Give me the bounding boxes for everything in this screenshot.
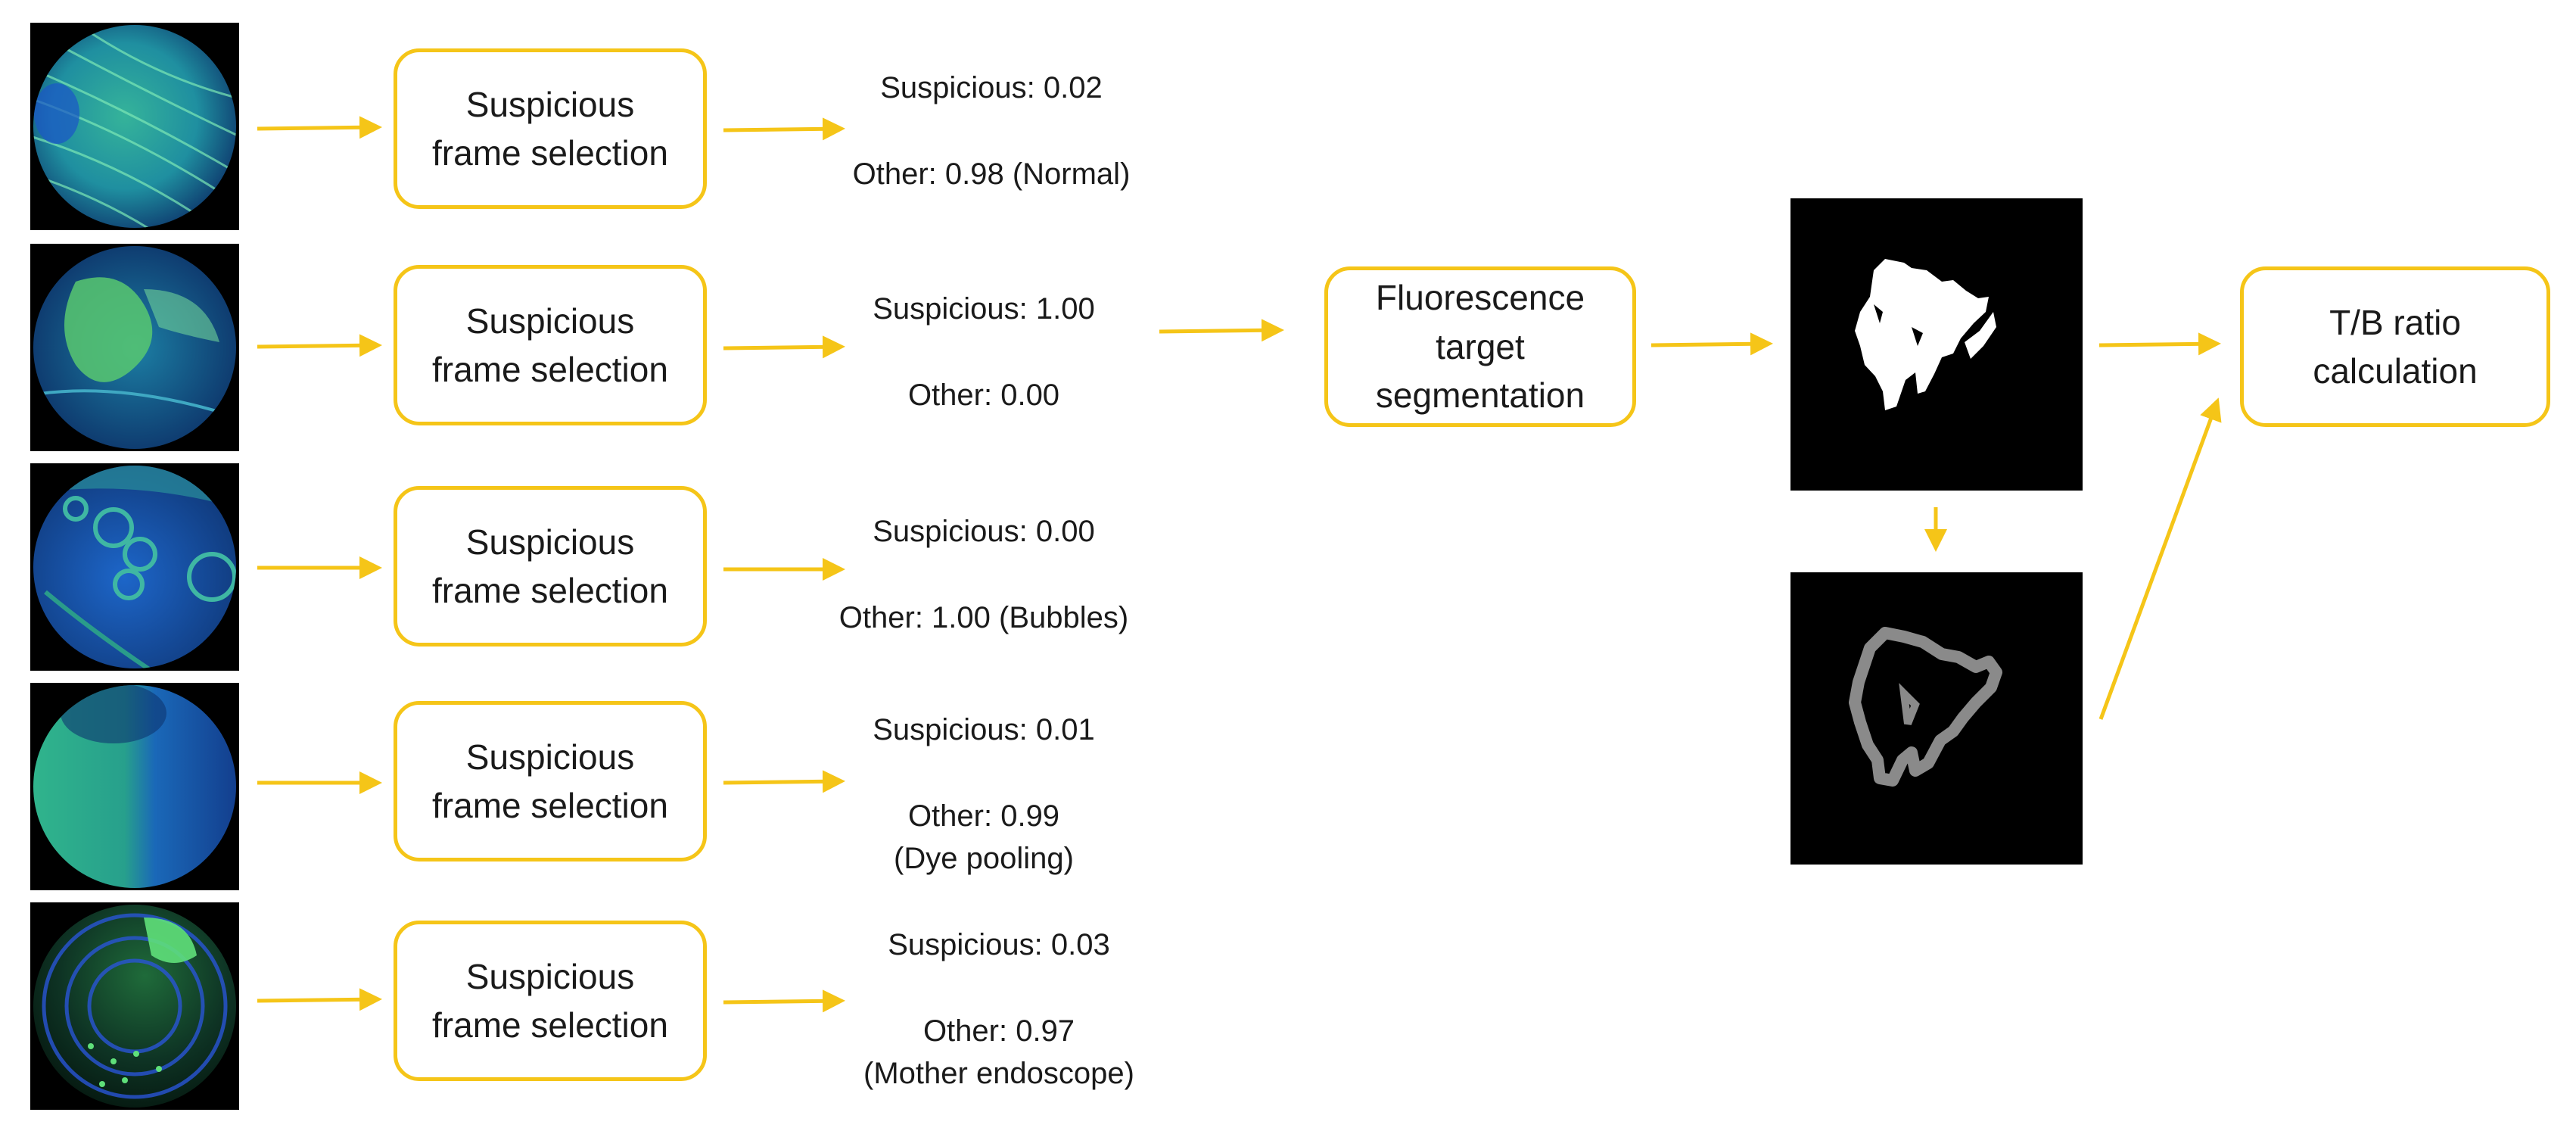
frame-thumbnail-mother-endoscope — [30, 902, 239, 1110]
suspicious-frame-selection-box-3: Suspicious frame selection — [394, 486, 707, 647]
arrow-ring-to-ratio — [2098, 397, 2222, 720]
other-score-2: Other: 0.00 — [907, 379, 1060, 412]
suspicious-score-1: Suspicious: 0.02 — [880, 71, 1103, 104]
arrow-select-to-score-2 — [723, 335, 845, 359]
suspicious-score-4: Suspicious: 0.01 — [873, 713, 1095, 746]
frame-thumbnail-dye-pooling — [30, 683, 239, 890]
suspicious-score-5: Suspicious: 0.03 — [888, 928, 1110, 961]
background-ring-shape — [1849, 627, 2002, 787]
segmentation-mask-image — [1790, 198, 2083, 491]
frame-thumbnail-bubbles — [30, 463, 239, 671]
suspicious-frame-selection-box-5: Suspicious frame selection — [394, 921, 707, 1081]
other-score-1: Other: 0.98 (Normal) — [852, 157, 1131, 191]
suspicious-frame-selection-box-1: Suspicious frame selection — [394, 48, 707, 209]
frame-thumbnail-normal — [30, 23, 239, 230]
arrow-thumb-to-select-1 — [257, 116, 382, 139]
frame-thumbnail-lesion — [30, 244, 239, 451]
suspicious-score-2: Suspicious: 1.00 — [873, 292, 1095, 326]
arrow-thumb-to-select-2 — [257, 334, 382, 357]
other-score-5: Other: 0.97 (Mother endoscope) — [863, 1014, 1134, 1090]
arrow-select-to-score-5 — [723, 989, 845, 1013]
arrow-mask-to-ratio — [2098, 332, 2221, 356]
suspicious-frame-selection-box-2: Suspicious frame selection — [394, 265, 707, 425]
arrow-score-to-segmentation — [1159, 319, 1284, 342]
arrow-thumb-to-select-5 — [257, 988, 382, 1011]
arrow-segmentation-to-mask — [1650, 332, 1773, 356]
suspicious-frame-selection-box-4: Suspicious frame selection — [394, 701, 707, 861]
tb-ratio-calculation-box: T/B ratio calculation — [2240, 266, 2550, 427]
fluorescence-target-segmentation-box: Fluorescence target segmentation — [1324, 266, 1636, 427]
suspicious-score-3: Suspicious: 0.00 — [873, 515, 1095, 548]
other-score-4: Other: 0.99 (Dye pooling) — [894, 799, 1074, 875]
arrow-select-to-score-4 — [723, 770, 845, 793]
background-ring-mask-image — [1790, 572, 2083, 865]
arrow-select-to-score-1 — [723, 117, 845, 141]
other-score-3: Other: 1.00 (Bubbles) — [838, 601, 1129, 634]
